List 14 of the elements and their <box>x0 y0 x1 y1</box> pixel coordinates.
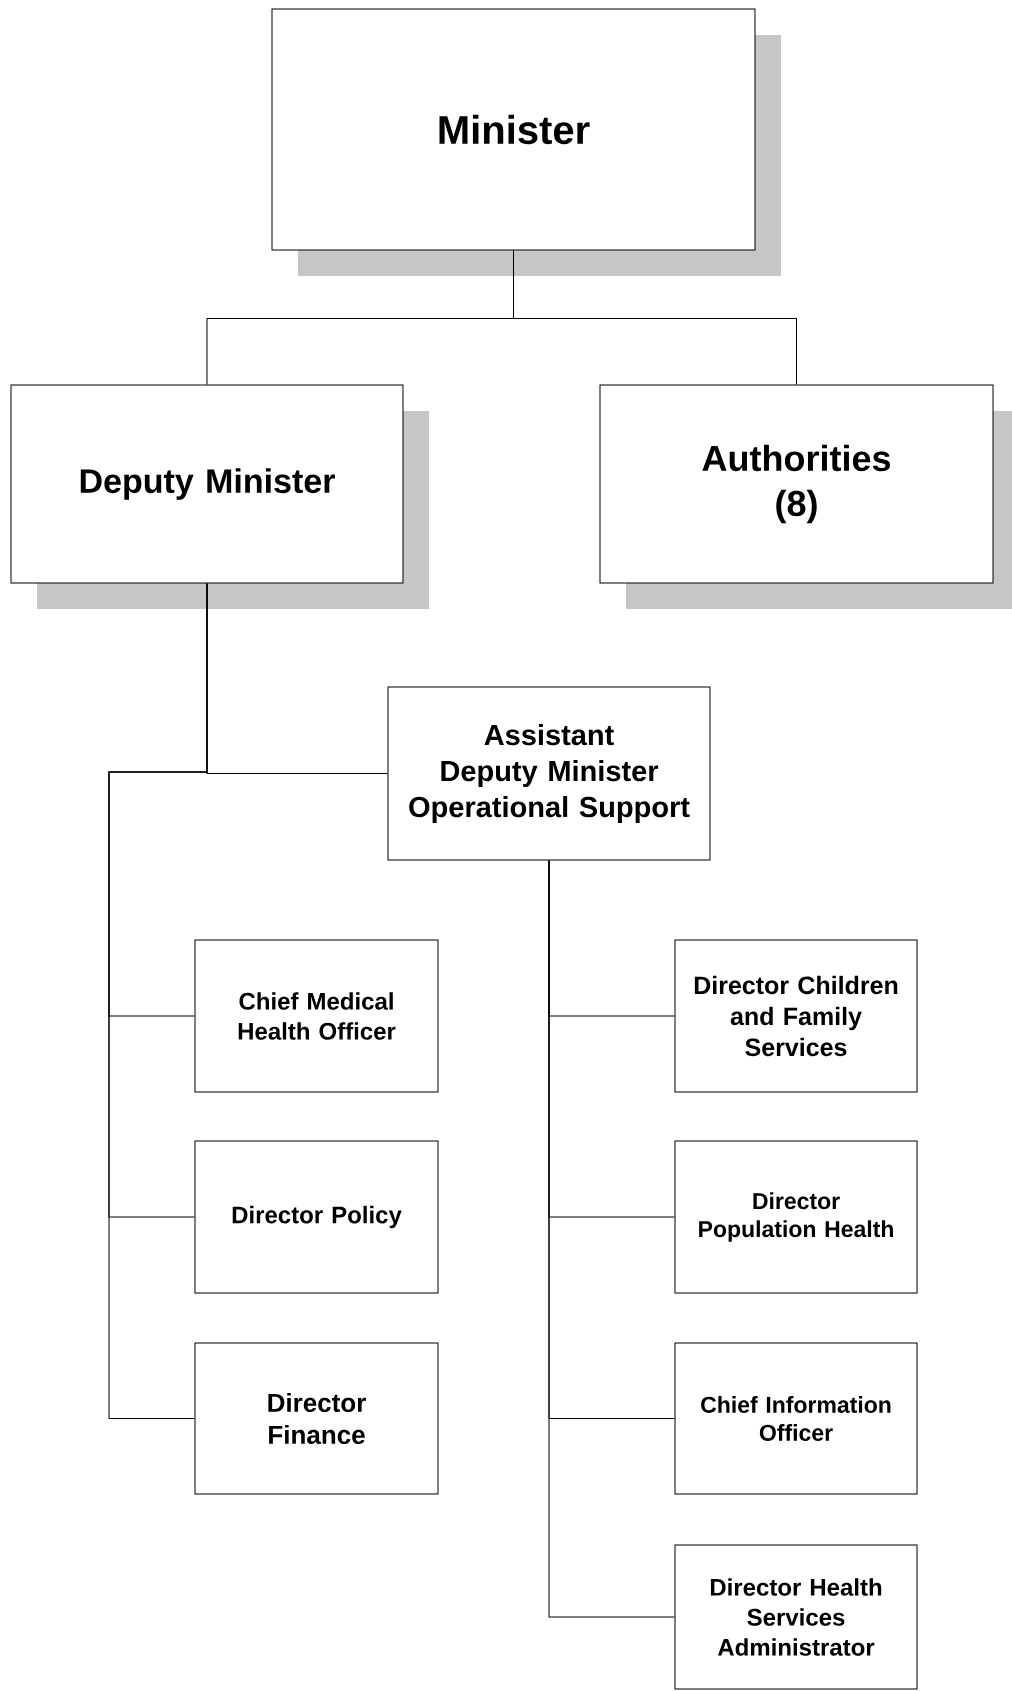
role-box: Director Health Services Administrator <box>674 1544 918 1690</box>
role-box: Chief Medical Health Officer <box>194 939 439 1093</box>
role-box: Chief Information Officer <box>674 1342 918 1495</box>
connector-line <box>513 250 797 385</box>
connector-line <box>548 860 675 1618</box>
role-box: Director Policy <box>194 1140 439 1294</box>
role-box: Director Children and Family Services <box>674 939 918 1093</box>
role-box: Minister <box>271 8 781 276</box>
role-box: Director Finance <box>194 1342 439 1495</box>
role-box: Assistant Deputy Minister Operational Support <box>387 686 711 861</box>
role-box: Deputy Minister <box>10 384 429 609</box>
connector-line <box>108 583 208 1419</box>
role-box: Authorities (8) <box>599 384 1012 609</box>
role-box: Director Population Health <box>674 1140 918 1294</box>
